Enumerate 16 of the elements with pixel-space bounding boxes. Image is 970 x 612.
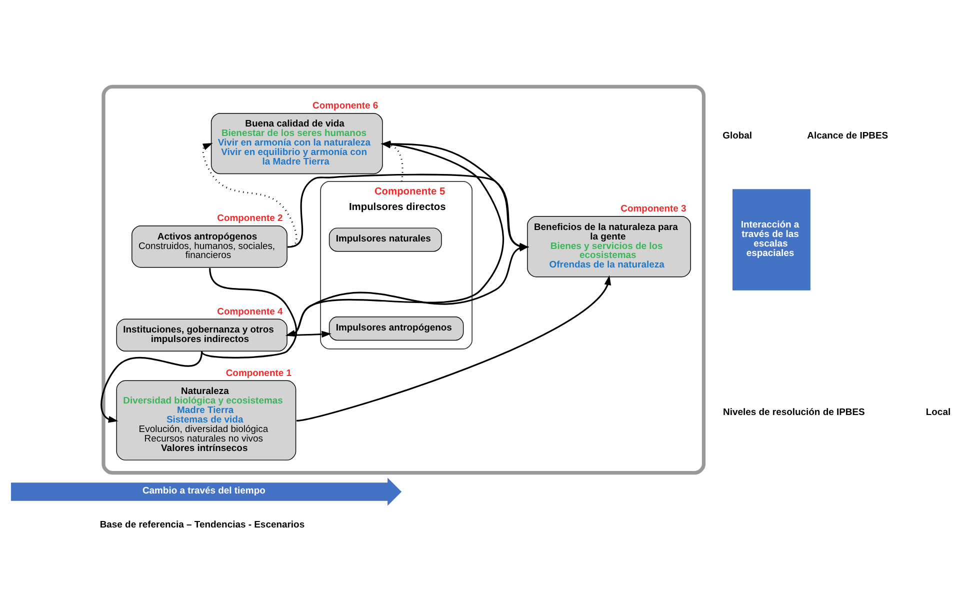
label: Local [926,407,951,418]
arrow [288,244,530,336]
node-label: Componente 3 [620,204,686,215]
label: Alcance de IPBES [807,130,888,142]
node-box: Interacción a través de las escalas espaciales [732,189,810,290]
node-label: Componente 6 [312,100,378,112]
node-label: Componente 5 [374,186,446,198]
label: Global [722,130,752,142]
label: Niveles de resolución de IPBES [723,407,865,418]
arrow [100,351,203,423]
node-label: Componente 4 [217,306,283,318]
arrow [287,330,332,338]
node-label: Base de referencia – Tendencias - Escenarios [100,520,305,531]
node-label: Componente 1 [226,368,292,379]
node-label: Componente 2 [217,213,283,224]
arrow [296,275,612,422]
